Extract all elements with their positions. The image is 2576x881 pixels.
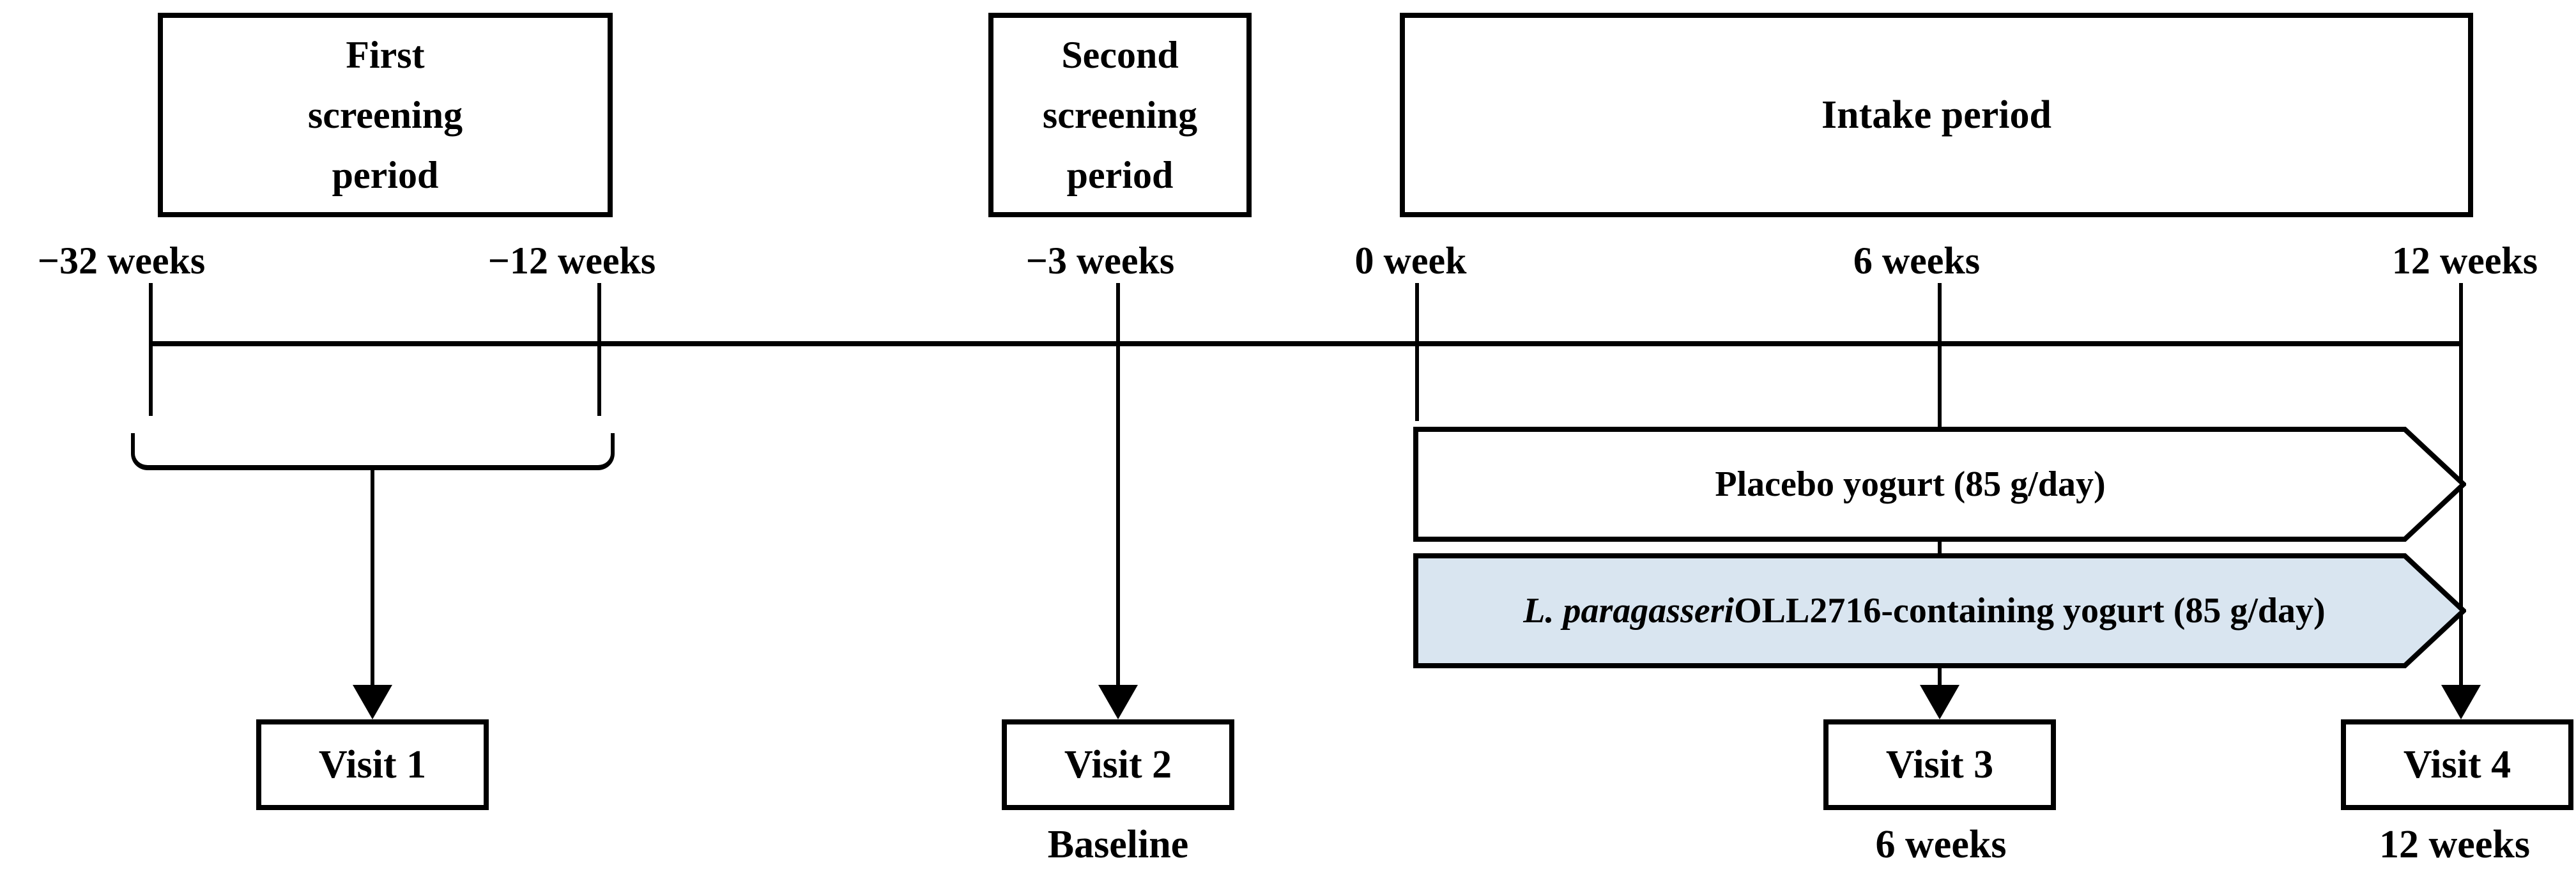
label-minus-32-weeks: −32 weeks <box>37 240 206 282</box>
second-screening-line-1: Second <box>1061 34 1179 76</box>
timeline-axis <box>151 341 2461 346</box>
visit-2-box: Visit 2 <box>1002 719 1234 810</box>
first-screening-line-3: period <box>332 154 439 196</box>
visit-2-label: Visit 2 <box>1064 742 1172 786</box>
tick-minus-12-weeks <box>597 283 601 416</box>
second-screening-period-box: Second screening period <box>988 13 1252 217</box>
bracket-stem-to-visit-1 <box>371 466 374 690</box>
label-minus-12-weeks: −12 weeks <box>487 240 656 282</box>
oll2716-strain-name: L. paragasseri <box>1523 591 1735 631</box>
first-screening-line-2: screening <box>307 94 463 136</box>
visit-4-label: Visit 4 <box>2403 742 2511 786</box>
visit-3-label: Visit 3 <box>1885 742 1994 786</box>
visit-4-box: Visit 4 <box>2341 719 2573 810</box>
first-screening-line-1: First <box>346 34 425 76</box>
visit-3-arrowhead-icon <box>1920 685 1959 719</box>
label-minus-3-weeks: −3 weeks <box>1025 240 1175 282</box>
second-screening-line-3: period <box>1066 154 1174 196</box>
label-12-weeks: 12 weeks <box>2391 240 2538 282</box>
visit-1-arrowhead-icon <box>353 685 392 719</box>
label-6-weeks: 6 weeks <box>1853 240 1981 282</box>
placebo-arrow-label: Placebo yogurt (85 g/day) <box>1413 427 2407 542</box>
first-screening-period-box: First screening period <box>158 13 613 217</box>
visit-4-sublabel-12-weeks: 12 weeks <box>2379 823 2530 866</box>
tick-minus-32-weeks <box>149 283 153 416</box>
second-screening-line-2: screening <box>1042 94 1198 136</box>
visit-2-arrowhead-icon <box>1098 685 1138 719</box>
intake-period-label: Intake period <box>1821 93 2051 137</box>
tick-0-week <box>1415 283 1419 421</box>
screening-window-bracket <box>131 433 615 470</box>
visit-3-sublabel-6-weeks: 6 weeks <box>1875 823 2007 866</box>
oll2716-arrow <box>1413 553 2466 668</box>
visit-4-arrowhead-icon <box>2441 685 2481 719</box>
intake-period-box: Intake period <box>1400 13 2473 217</box>
line-minus-3-weeks-to-visit-2 <box>1116 283 1120 690</box>
visit-1-label: Visit 1 <box>318 742 427 786</box>
placebo-arrow <box>1413 427 2466 542</box>
placebo-arrow-text: Placebo yogurt (85 g/day) <box>1715 464 2106 504</box>
oll2716-arrow-text: OLL2716-containing yogurt (85 g/day) <box>1734 591 2326 631</box>
oll2716-arrow-shape <box>1413 553 2466 668</box>
label-0-week: 0 week <box>1354 240 1467 282</box>
placebo-arrow-shape <box>1413 427 2466 542</box>
oll2716-arrow-label: L. paragasseri OLL2716-containing yogurt… <box>1413 553 2435 668</box>
visit-1-box: Visit 1 <box>256 719 489 810</box>
visit-3-box: Visit 3 <box>1823 719 2056 810</box>
visit-2-sublabel-baseline: Baseline <box>1047 823 1189 866</box>
